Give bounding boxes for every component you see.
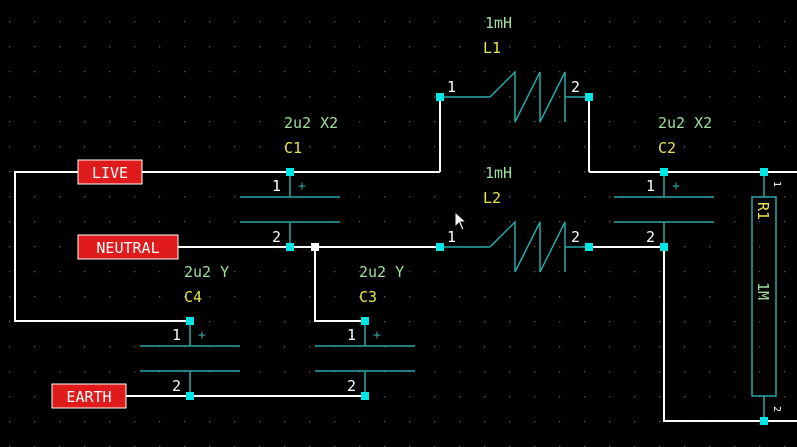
c3-value: 2u2 Y — [359, 263, 404, 281]
mouse-pointer-icon — [454, 210, 468, 231]
c2-pin2-number: 2 — [646, 228, 655, 246]
net-label-live-text: LIVE — [92, 164, 128, 182]
c2-pin1-number: 1 — [646, 177, 655, 195]
wire-neutral-c3[interactable] — [314, 247, 365, 322]
c1-ref: C1 — [284, 139, 302, 157]
pin-l2-1[interactable] — [436, 243, 444, 251]
pin-l2-2[interactable] — [585, 243, 593, 251]
net-label-earth[interactable]: EARTH — [51, 383, 127, 409]
pin-c2-2[interactable] — [660, 243, 668, 251]
l2-ref: L2 — [483, 189, 501, 207]
l1-value: 1mH — [485, 14, 512, 32]
wire-live[interactable] — [14, 171, 190, 322]
l2-pin1-number: 1 — [447, 228, 456, 246]
junction-neutral-c3[interactable] — [311, 243, 319, 251]
l1-pin2-number: 2 — [571, 78, 580, 96]
c3-pin2-number: 2 — [347, 377, 356, 395]
l2-value: 1mH — [485, 164, 512, 182]
c1-polarity: + — [298, 179, 306, 194]
c2-value: 2u2 X2 — [658, 114, 712, 132]
c3-ref: C3 — [359, 288, 377, 306]
c4-ref: C4 — [184, 288, 202, 306]
c3-pin1-number: 1 — [347, 326, 356, 344]
l2-pin2-number: 2 — [571, 228, 580, 246]
inductor-l2[interactable]: 1 2 1mH L2 — [436, 164, 593, 273]
pin-c2-1[interactable] — [660, 168, 668, 176]
capacitor-c4[interactable]: 1 + 2 2u2 Y C4 — [140, 263, 240, 400]
pin-c1-2[interactable] — [286, 243, 294, 251]
c2-ref: C2 — [658, 139, 676, 157]
capacitor-c3[interactable]: 1 + 2 2u2 Y C3 — [315, 263, 415, 400]
c2-polarity: + — [672, 179, 680, 194]
c1-pin1-number: 1 — [272, 177, 281, 195]
c1-value: 2u2 X2 — [284, 114, 338, 132]
c1-pin2-number: 2 — [272, 228, 281, 246]
net-label-earth-text: EARTH — [66, 388, 111, 406]
pin-c4-1[interactable] — [186, 317, 194, 325]
capacitor-c2[interactable]: 1 + 2 2u2 X2 C2 — [614, 114, 714, 251]
pin-c4-2[interactable] — [186, 392, 194, 400]
pin-l1-2[interactable] — [585, 93, 593, 101]
c4-pin1-number: 1 — [172, 326, 181, 344]
c4-pin2-number: 2 — [172, 377, 181, 395]
pin-c3-2[interactable] — [361, 392, 369, 400]
pin-c1-1[interactable] — [286, 168, 294, 176]
r1-pin2-number: 2 — [771, 406, 782, 412]
r1-ref: R1 — [754, 202, 772, 220]
c4-polarity: + — [198, 328, 206, 343]
net-label-neutral[interactable]: NEUTRAL — [77, 234, 179, 260]
inductor-l1[interactable]: 1 2 1mH L1 — [436, 14, 593, 123]
r1-value: 1M — [754, 282, 772, 300]
pin-r1-1[interactable] — [760, 168, 768, 176]
l1-pin1-number: 1 — [447, 78, 456, 96]
c3-polarity: + — [373, 328, 381, 343]
resistor-r1[interactable]: 1 2 R1 1M — [751, 168, 782, 425]
pin-c3-1[interactable] — [361, 317, 369, 325]
net-label-neutral-text: NEUTRAL — [96, 239, 159, 257]
pin-l1-1[interactable] — [436, 93, 444, 101]
net-label-live[interactable]: LIVE — [77, 159, 143, 185]
r1-pin1-number: 1 — [771, 181, 782, 187]
l1-ref: L1 — [483, 39, 501, 57]
pin-r1-2[interactable] — [760, 417, 768, 425]
c4-value: 2u2 Y — [184, 263, 229, 281]
wire-neutral-bottom[interactable] — [663, 247, 797, 422]
capacitor-c1[interactable]: 1 + 2 2u2 X2 C1 — [240, 114, 340, 251]
